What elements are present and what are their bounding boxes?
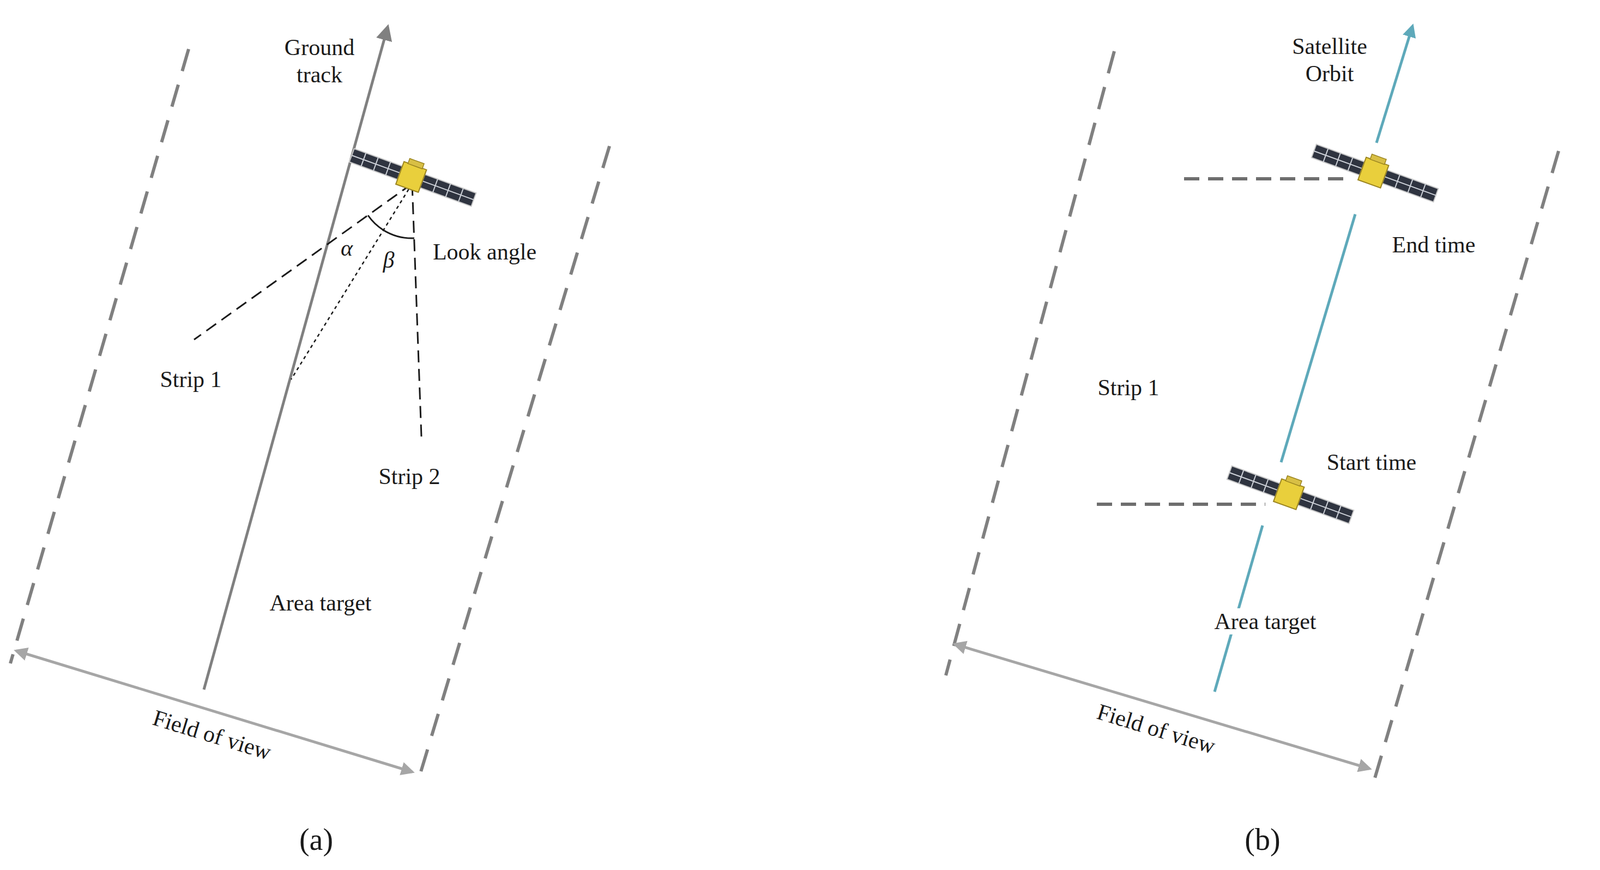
imaging-strip [111, 170, 293, 505]
satellite-orbit [1281, 214, 1356, 463]
fov-boundary [945, 51, 1115, 676]
time-label: End time [1379, 231, 1489, 259]
panel-label: (b) [1235, 821, 1290, 859]
look-line [194, 183, 413, 340]
imaging-strip [1046, 166, 1236, 519]
timing-line [1184, 177, 1352, 181]
satellite-orbit [1376, 26, 1413, 143]
angle-arc [367, 215, 384, 231]
satellite [1309, 135, 1442, 207]
fov-arrow [955, 644, 1370, 769]
node-label: Strip 1 [1095, 374, 1162, 401]
nadir-line [291, 183, 413, 380]
node-label: Area target [267, 589, 374, 617]
area-target-hexagon [11, 103, 629, 637]
timing-line [1096, 502, 1266, 506]
node-label: Strip 2 [376, 463, 443, 490]
area-target-hexagon: Area target Strip 1 [939, 94, 1590, 658]
imaging-strip [341, 302, 504, 570]
satellite [347, 139, 480, 211]
fov-boundary [420, 146, 610, 774]
imaging-strip: Strip 1 [1046, 166, 1236, 519]
imaging-strip: Strip 1 [111, 170, 293, 505]
look-line [412, 183, 422, 437]
node-label: Area target [1212, 608, 1319, 635]
axis-label: Ground track [270, 33, 369, 89]
fov-boundary [10, 49, 189, 664]
shape-outline [111, 170, 293, 505]
shape-outline [341, 302, 504, 570]
axis-label: Satellite Orbit [1275, 32, 1385, 88]
imaging-strip: Strip 2 [341, 302, 504, 570]
ground-track [203, 27, 388, 690]
shape-outline [1046, 166, 1236, 519]
panel-label: (a) [288, 821, 344, 859]
shape-outline [939, 94, 1590, 658]
angle-label: Look angle [421, 238, 548, 266]
angle-symbol: β [377, 246, 400, 274]
shape-outline [11, 103, 629, 637]
area-target-hexagon: Area target Strip 1 Strip 2 [11, 103, 629, 637]
node-label: Strip 1 [157, 366, 224, 393]
time-label: Start time [1314, 448, 1429, 476]
fov-arrow [16, 650, 413, 772]
area-target-hexagon [939, 94, 1590, 658]
angle-symbol: α [335, 234, 358, 262]
angle-arc [383, 230, 415, 239]
